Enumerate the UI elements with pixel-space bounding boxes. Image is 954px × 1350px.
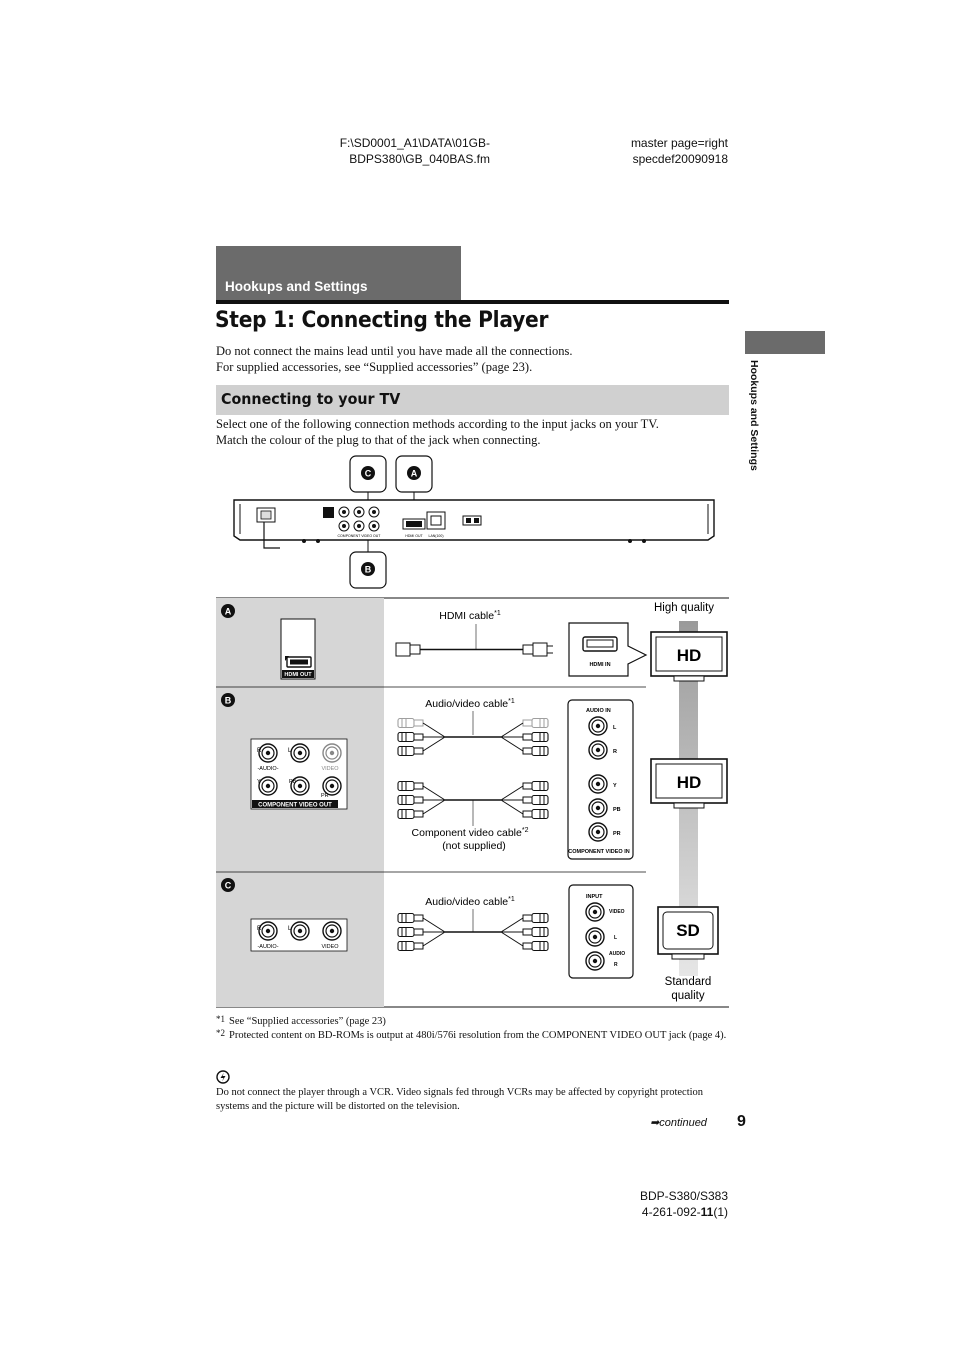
vcr-note: Do not connect the player through a VCR.…	[216, 1087, 704, 1112]
svg-text:VIDEO: VIDEO	[321, 766, 339, 772]
model-info: BDP-S380/S383 4-261-092-11(1)	[639, 1189, 728, 1219]
tv-hd-2: HD	[650, 758, 728, 809]
subsection-title: Connecting to your TV	[221, 390, 401, 408]
svg-text:Component video cable*2: Component video cable*2	[412, 827, 529, 839]
svg-text:C: C	[225, 881, 232, 891]
svg-text:B: B	[365, 565, 372, 575]
tv-hd-1: HD	[650, 631, 728, 682]
audio-video-cable-b: Audio/video cable*1	[397, 698, 549, 757]
svg-text:C: C	[365, 469, 372, 479]
quality-high-label: High quality	[654, 602, 714, 614]
component-video-cable: Component video cable*2 (not supplied)	[397, 780, 549, 852]
svg-text:L: L	[288, 748, 292, 754]
svg-text:PR: PR	[613, 831, 621, 837]
page-title: Step 1: Connecting the Player	[215, 308, 549, 333]
svg-text:COMPONENT VIDEO OUT: COMPONENT VIDEO OUT	[338, 534, 382, 538]
player-rear-panel: COMPONENT VIDEO OUT HDMI OUT LAN(100)	[233, 499, 715, 549]
svg-text:COMPONENT VIDEO IN: COMPONENT VIDEO IN	[568, 849, 629, 855]
svg-text:Audio/video cable*1: Audio/video cable*1	[425, 698, 515, 710]
svg-text:B: B	[225, 696, 232, 706]
svg-text:AUDIO: AUDIO	[609, 951, 625, 957]
svg-text:(not supplied): (not supplied)	[442, 840, 506, 852]
svg-text:AUDIO IN: AUDIO IN	[586, 708, 611, 714]
svg-text:PB: PB	[613, 807, 621, 813]
continued-label: ➡continued	[650, 1117, 707, 1129]
row-b-badge: B	[221, 693, 235, 707]
callout-c: C	[349, 455, 387, 505]
svg-text:HDMI IN: HDMI IN	[589, 662, 610, 668]
side-tab-label: Hookups and Settings	[748, 360, 760, 471]
svg-text:Y: Y	[613, 783, 617, 789]
svg-text:Y: Y	[257, 779, 261, 785]
body-text: Select one of the following connection m…	[216, 417, 659, 447]
svg-text:R: R	[614, 962, 618, 968]
callout-b: B	[349, 540, 387, 589]
svg-text:LAN(100): LAN(100)	[429, 534, 444, 538]
svg-text:-AUDIO-: -AUDIO-	[257, 944, 278, 950]
row-c-badge: C	[221, 878, 235, 892]
svg-text:R: R	[613, 749, 617, 755]
svg-text:SD: SD	[676, 921, 700, 940]
callout-a: A	[395, 455, 433, 505]
hdmi-cable: HDMI cable*1	[395, 610, 553, 657]
svg-text:HDMI OUT: HDMI OUT	[405, 534, 423, 538]
title-rule	[216, 300, 729, 304]
row-b-player-jacks: R L -AUDIO- VIDEO Y PB PR COMPONENT VIDE…	[250, 738, 348, 810]
section-tab-label: Hookups and Settings	[225, 279, 368, 294]
row-c-player-jacks: R L -AUDIO- VIDEO	[250, 918, 348, 952]
row-a-badge: A	[221, 604, 235, 618]
svg-text:VIDEO: VIDEO	[609, 909, 625, 915]
section-tab: Hookups and Settings	[216, 246, 461, 300]
svg-text:VIDEO: VIDEO	[321, 944, 339, 950]
svg-text:HD: HD	[677, 773, 702, 792]
svg-text:PB: PB	[289, 779, 297, 785]
svg-text:A: A	[225, 607, 232, 617]
row-a-player-hdmi-jack: HDMI OUT	[280, 618, 316, 680]
svg-text:Audio/video cable*1: Audio/video cable*1	[425, 896, 515, 908]
svg-text:HDMI cable*1: HDMI cable*1	[439, 610, 501, 622]
page-number: 9	[737, 1113, 746, 1130]
tv-component-audio-jacks: AUDIO IN L R Y PB PR COMPONENT VIDEO IN	[567, 699, 634, 860]
svg-text:R: R	[257, 926, 262, 932]
tv-input-jacks: INPUT VIDEO L AUDIO R	[568, 884, 634, 979]
tv-sd: SD	[657, 906, 719, 960]
side-tab	[745, 331, 825, 354]
svg-text:R: R	[257, 748, 262, 754]
svg-text:-AUDIO-: -AUDIO-	[257, 766, 278, 772]
svg-text:HDMI OUT: HDMI OUT	[284, 672, 312, 678]
svg-text:L: L	[613, 725, 617, 731]
master-page-info: master page=right specdef20090918	[630, 136, 728, 166]
svg-text:INPUT: INPUT	[586, 894, 603, 900]
svg-text:A: A	[411, 469, 418, 479]
svg-text:PR: PR	[321, 793, 329, 799]
intro-text: Do not connect the mains lead until you …	[216, 344, 573, 374]
svg-text:COMPONENT VIDEO OUT: COMPONENT VIDEO OUT	[258, 803, 332, 809]
warning-icon	[216, 1070, 230, 1084]
quality-standard-label-2: quality	[671, 990, 704, 1002]
svg-text:L: L	[288, 926, 292, 932]
subsection-heading: Connecting to your TV	[216, 385, 729, 415]
audio-video-cable-c: Audio/video cable*1	[397, 896, 549, 952]
svg-text:L: L	[614, 935, 617, 941]
quality-standard-label: Standard	[665, 976, 712, 988]
svg-text:HD: HD	[677, 646, 702, 665]
file-path: F:\SD0001_A1\DATA\01GB- BDPS380\GB_040BA…	[339, 136, 490, 166]
tv-hdmi-in-jack: HDMI IN	[568, 622, 648, 677]
arrow-right-icon: ➡	[650, 1117, 660, 1129]
